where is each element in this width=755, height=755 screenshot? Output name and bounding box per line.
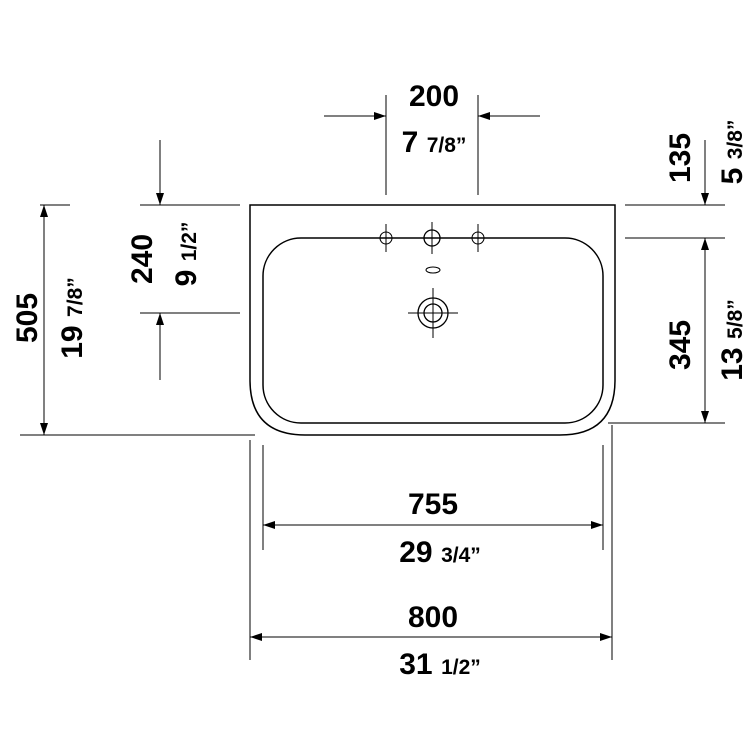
- dim-tap-spacing: 200 7 7/8”: [324, 80, 540, 195]
- top-to-taphole-mm: 135: [664, 133, 697, 183]
- overall-depth-mm: 505: [11, 293, 44, 343]
- overall-depth-inch-frac: 7/8”: [64, 277, 87, 317]
- depth-to-drain-mm: 240: [126, 234, 159, 284]
- bowl-width-inch-frac: 3/4”: [441, 544, 481, 567]
- bowl-depth-inch: 13 5/8”: [716, 299, 749, 381]
- dim-top-to-taphole: 135 5 3/8”: [625, 120, 749, 239]
- tap-spacing-inch: 7 7/8”: [402, 126, 467, 159]
- tap-spacing-inch-whole: 7: [402, 126, 419, 159]
- dim-depth-to-drain: 240 9 1/2”: [126, 140, 240, 380]
- overall-width-inch-frac: 1/2”: [441, 656, 481, 679]
- bowl-depth-inch-whole: 13: [716, 347, 749, 380]
- overall-width-inch: 31 1/2”: [399, 648, 481, 681]
- overflow-slot: [425, 266, 441, 274]
- depth-to-drain-inch-whole: 9: [170, 270, 203, 287]
- bowl-width-mm: 755: [408, 488, 458, 521]
- dim-bowl-width: 755 29 3/4”: [262, 445, 604, 569]
- tap-spacing-inch-frac: 7/8”: [427, 134, 467, 157]
- overall-width-inch-whole: 31: [399, 648, 432, 681]
- depth-to-drain-inch: 9 1/2”: [170, 222, 203, 287]
- top-to-taphole-inch-whole: 5: [716, 168, 749, 185]
- depth-to-drain-inch-frac: 1/2”: [178, 222, 201, 262]
- bowl-depth-inch-frac: 5/8”: [724, 299, 747, 339]
- bowl-width-inch: 29 3/4”: [399, 536, 481, 569]
- overall-depth-inch: 19 7/8”: [56, 277, 89, 359]
- top-to-taphole-inch: 5 3/8”: [716, 120, 749, 185]
- tap-spacing-mm: 200: [409, 80, 459, 113]
- tap-hole-left: [372, 224, 400, 252]
- tap-holes: [372, 222, 492, 274]
- top-to-taphole-inch-frac: 3/8”: [724, 120, 747, 160]
- dim-bowl-depth: 345 13 5/8”: [608, 238, 749, 424]
- tap-hole-center: [416, 222, 448, 254]
- dim-overall-width: 800 31 1/2”: [249, 425, 613, 681]
- drain-outlet: [408, 288, 458, 338]
- dim-overall-depth: 505 19 7/8”: [11, 204, 255, 436]
- bowl-depth-mm: 345: [664, 320, 697, 370]
- overall-width-mm: 800: [408, 601, 458, 634]
- overall-depth-inch-whole: 19: [56, 325, 89, 358]
- bowl-width-inch-whole: 29: [399, 536, 432, 569]
- tap-hole-right: [464, 224, 492, 252]
